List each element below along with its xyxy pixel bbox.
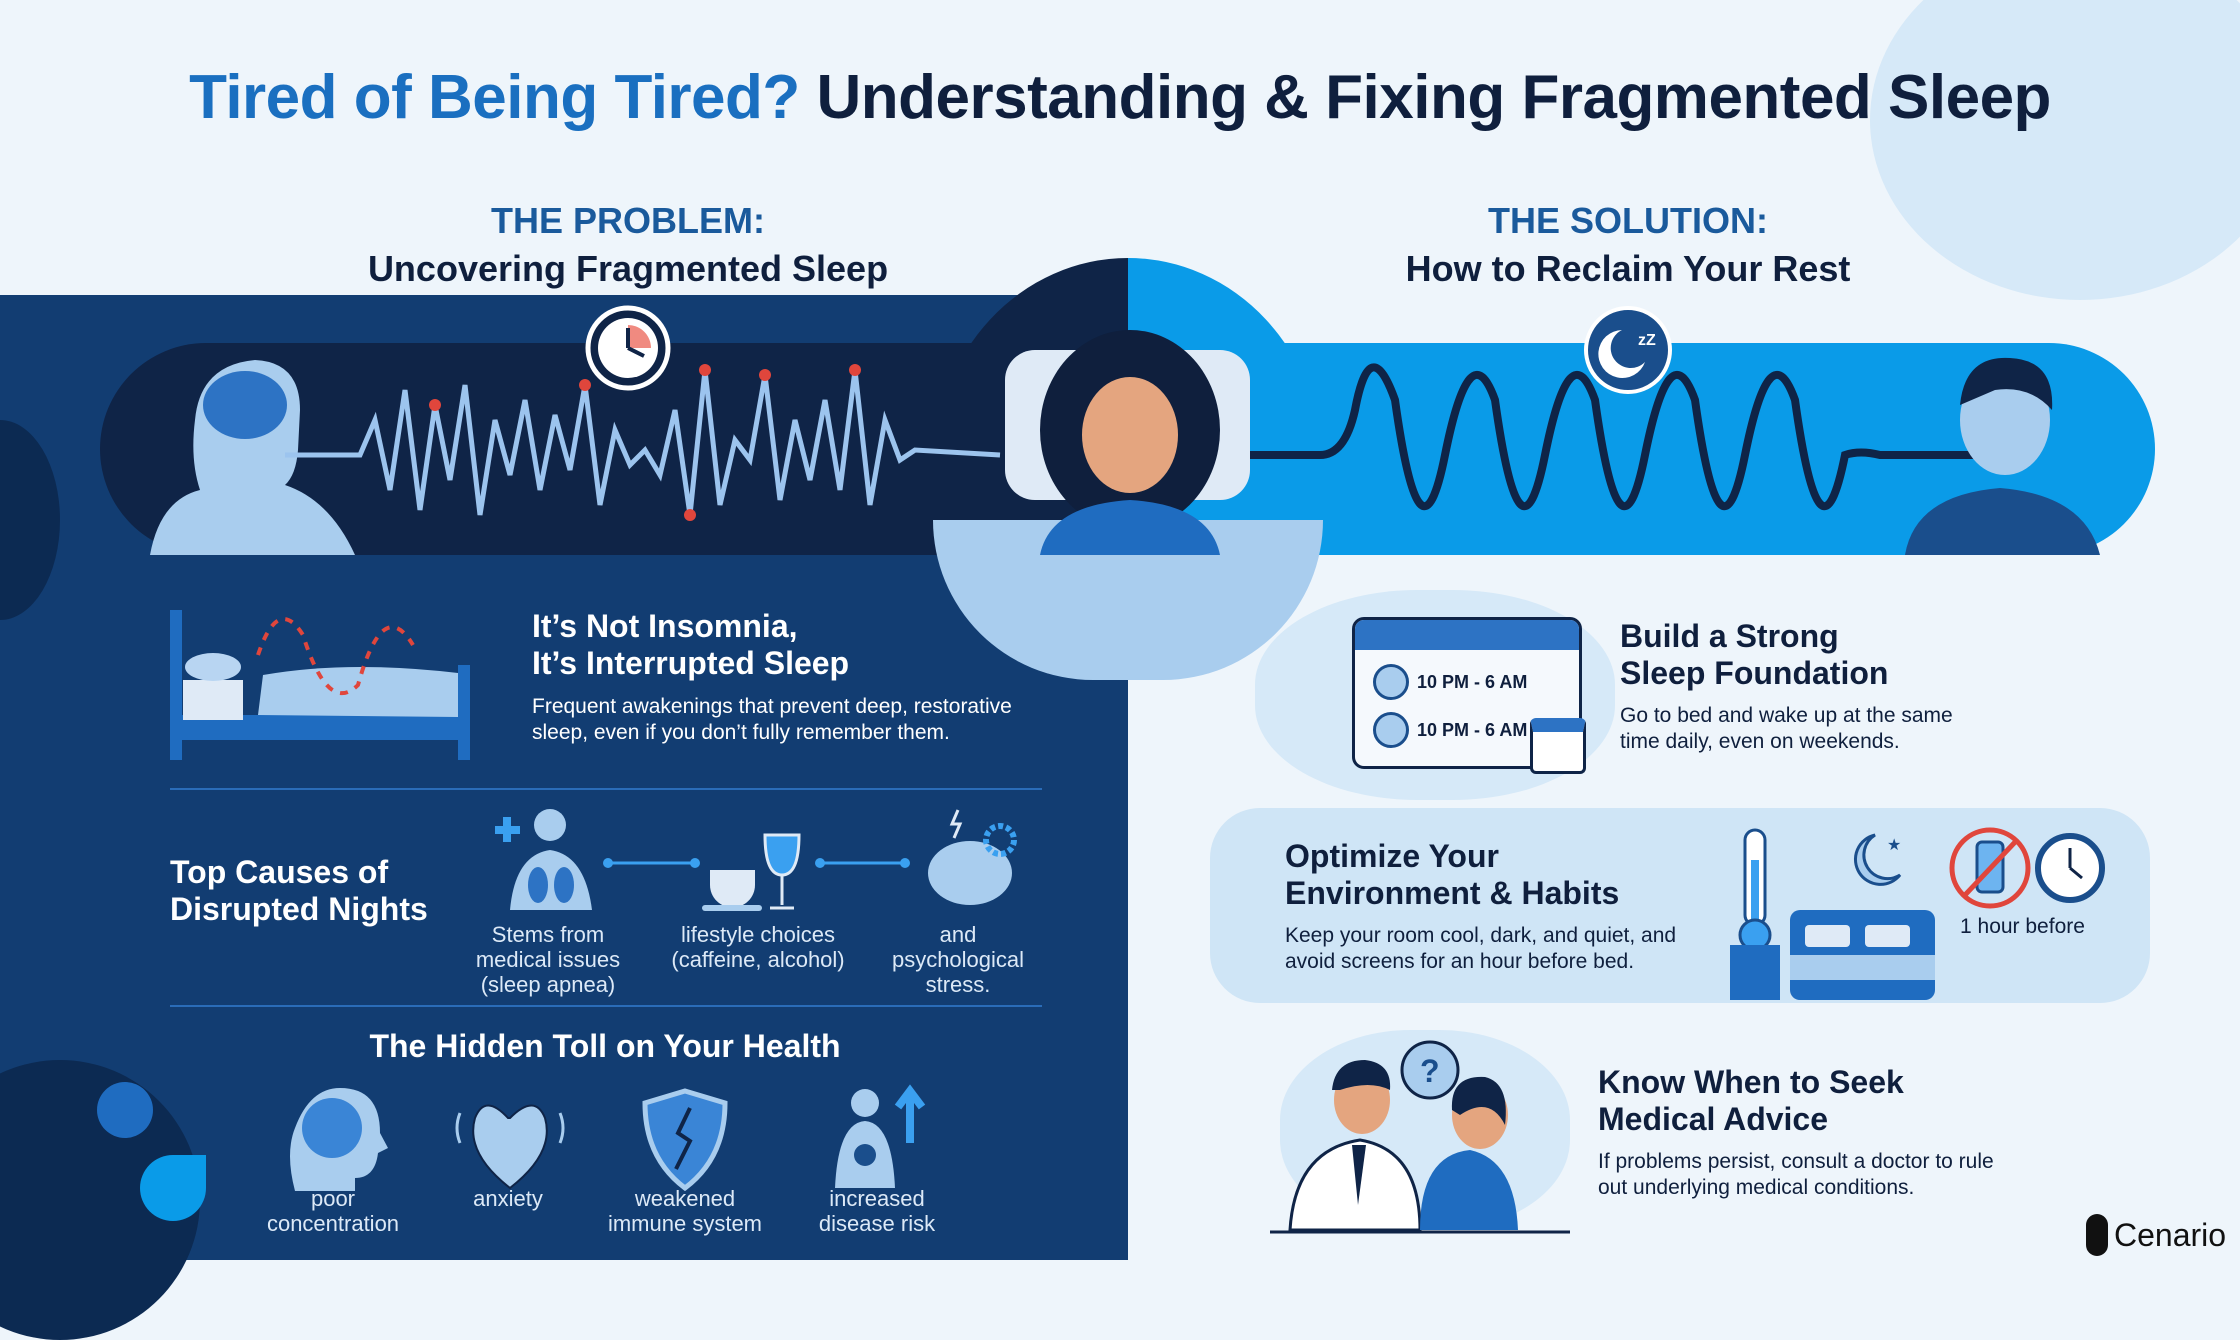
banner-illustration: zZ xyxy=(150,305,2100,555)
fragmented-wave xyxy=(285,369,1001,516)
cause-label: stress. xyxy=(925,972,991,997)
decor-dot xyxy=(97,1082,153,1138)
bed-icon xyxy=(1730,910,1935,1000)
clock-icon xyxy=(2035,833,2105,903)
patient xyxy=(1420,1076,1518,1230)
toll-label: disease risk xyxy=(818,1211,936,1236)
problem-subtitle: Uncovering Fragmented Sleep xyxy=(367,248,889,289)
brand-logo: Cenario xyxy=(2086,1214,2226,1256)
sleeping-woman xyxy=(1005,330,1250,555)
schedule-row: 10 PM - 6 AM xyxy=(1373,712,1579,748)
cause-item: lifestyle choices(caffeine, alcohol) xyxy=(653,922,863,972)
cause-label: psychological xyxy=(891,947,1025,972)
moon-star-icon: ★ xyxy=(1853,833,1901,886)
cause-label: lifestyle choices xyxy=(680,922,836,947)
cracked-shield-icon xyxy=(642,1088,728,1192)
causes-title-line2: Disrupted Nights xyxy=(170,891,428,927)
toll-label: poor xyxy=(310,1186,356,1211)
restful-wave xyxy=(1250,363,1990,510)
causes-title-line1: Top Causes of xyxy=(170,854,389,890)
schedule-row: 10 PM - 6 AM xyxy=(1373,664,1579,700)
insomnia-title-line1: It’s Not Insomnia, xyxy=(532,608,798,644)
problem-kicker: THE PROBLEM: xyxy=(491,200,765,241)
mini-calendar-icon xyxy=(1530,718,1586,774)
cause-label: Stems from xyxy=(491,922,605,947)
svg-text:?: ? xyxy=(1420,1053,1440,1089)
title-accent: Tired of Being Tired? xyxy=(189,63,800,132)
no-phone-icon xyxy=(1949,827,2031,909)
solution-header: THE SOLUTION: How to Reclaim Your Rest xyxy=(1278,200,1978,290)
schedule-time: 10 PM - 6 AM xyxy=(1417,671,1528,692)
speech-question-icon: ? xyxy=(1400,1040,1460,1100)
coffee-wine-icon xyxy=(702,833,801,911)
stressed-brain-icon xyxy=(928,809,1017,905)
disease-risk-icon xyxy=(835,1084,926,1188)
foundation-title-line1: Build a Strong xyxy=(1620,618,1839,654)
page-title: Tired of Being Tired? Understanding & Fi… xyxy=(0,62,2240,133)
environment-desc: Keep your room cool, dark, and quiet, an… xyxy=(1285,924,1677,973)
toll-label: concentration xyxy=(266,1211,400,1236)
toll-label: increased xyxy=(829,1186,925,1211)
clock-icon xyxy=(1373,712,1409,748)
toll-item: anxiety xyxy=(408,1186,608,1211)
insomnia-title: It’s Not Insomnia,It’s Interrupted Sleep xyxy=(532,608,849,682)
causes-icons xyxy=(495,809,1017,911)
one-hour-label: 1 hour before xyxy=(1960,915,2085,938)
toll-label: weakened xyxy=(634,1186,736,1211)
toll-label: anxiety xyxy=(473,1186,543,1211)
title-rest: Understanding & Fixing Fragmented Sleep xyxy=(799,63,2052,132)
doctor-patient-illustration: ? xyxy=(1270,1040,1570,1234)
svg-text:zZ: zZ xyxy=(1638,332,1656,349)
foundation-title-line2: Sleep Foundation xyxy=(1620,655,1889,691)
svg-text:★: ★ xyxy=(1887,837,1901,854)
clock-icon xyxy=(585,305,671,391)
cause-label: and xyxy=(939,922,977,947)
brain-head-icon xyxy=(150,360,355,555)
solution-kicker: THE SOLUTION: xyxy=(1488,200,1768,241)
divider xyxy=(170,788,1042,790)
solution-subtitle: How to Reclaim Your Rest xyxy=(1405,248,1851,289)
thermometer-icon xyxy=(1738,828,1772,952)
schedule-time: 10 PM - 6 AM xyxy=(1417,719,1528,740)
environment-title-line1: Optimize Your xyxy=(1285,838,1499,874)
lungs-icon xyxy=(495,809,592,910)
problem-header: THE PROBLEM: Uncovering Fragmented Sleep xyxy=(278,200,978,290)
toll-icons xyxy=(290,1084,926,1192)
foundation-desc: Go to bed and wake up at the same time d… xyxy=(1620,704,1953,753)
environment-title-line2: Environment & Habits xyxy=(1285,875,1620,911)
brand-logo-icon xyxy=(2086,1214,2108,1256)
medical-title-line1: Know When to Seek xyxy=(1598,1064,1904,1100)
heart-icon xyxy=(455,1104,565,1190)
insomnia-desc: Frequent awakenings that prevent deep, r… xyxy=(532,695,1012,744)
insomnia-title-line2: It’s Interrupted Sleep xyxy=(532,645,850,681)
resting-man xyxy=(1905,357,2100,555)
moon-icon: zZ xyxy=(1584,306,1672,394)
brand-name: Cenario xyxy=(2114,1216,2227,1253)
cause-label: medical issues xyxy=(475,947,621,972)
toll-title: The Hidden Toll on Your Health xyxy=(369,1028,841,1064)
cause-label: (sleep apnea) xyxy=(480,972,616,997)
toll-label: immune system xyxy=(607,1211,763,1236)
bed-wave-icon xyxy=(170,610,470,760)
divider xyxy=(170,1005,1042,1007)
cause-label: (caffeine, alcohol) xyxy=(671,947,845,972)
environment-icons: ★ xyxy=(1730,827,2105,1000)
doctor xyxy=(1288,1060,1422,1232)
medical-desc: If problems persist, consult a doctor to… xyxy=(1598,1150,1994,1199)
decor-drop xyxy=(140,1155,206,1221)
clock-icon xyxy=(1373,664,1409,700)
medical-title-line2: Medical Advice xyxy=(1598,1101,1829,1137)
head-brain-icon xyxy=(290,1088,388,1191)
